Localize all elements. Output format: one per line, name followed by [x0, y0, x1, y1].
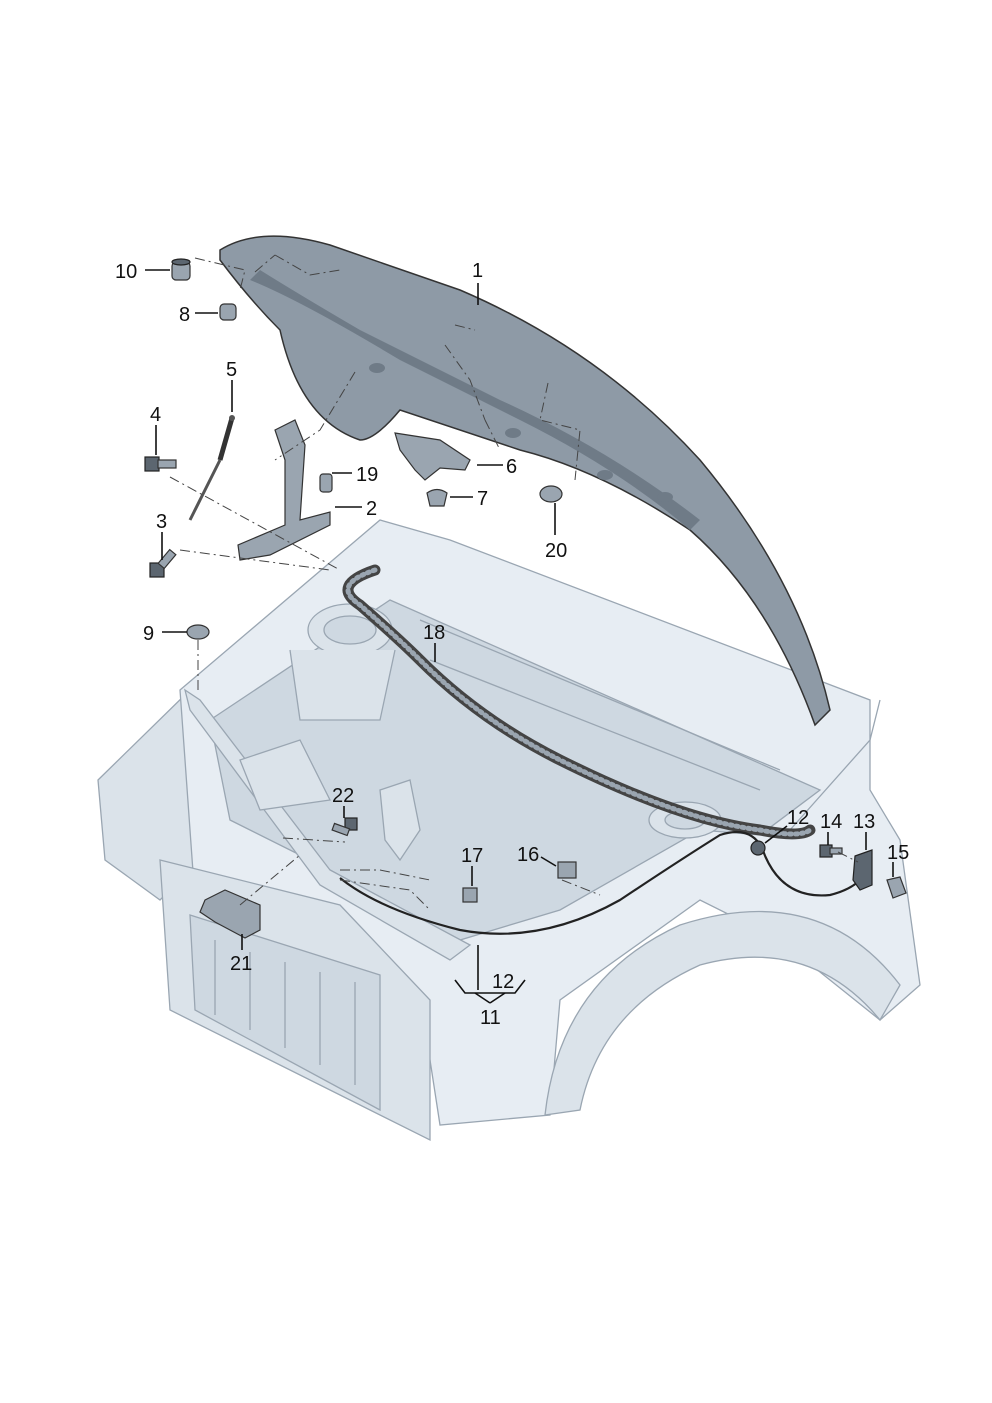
reference-lines [169, 254, 859, 911]
buffer-part-8 [219, 303, 237, 321]
callout-10: 10 [115, 261, 137, 283]
callout-22: 22 [332, 785, 354, 807]
callout-16: 16 [517, 844, 539, 866]
bolt-part-3 [149, 548, 177, 578]
callout-labels: 1 10 8 5 4 19 2 6 7 3 20 9 18 22 12 14 1… [115, 260, 909, 1029]
leader-lines [145, 269, 894, 1004]
callout-4: 4 [150, 404, 161, 426]
bump-stop-part-7 [426, 488, 448, 507]
gas-strut-part-5 [188, 415, 235, 521]
lock-bracket-part-6 [394, 432, 471, 481]
callout-5: 5 [226, 359, 237, 381]
callout-13: 13 [853, 811, 875, 833]
callout-21: 21 [230, 953, 252, 975]
clip-part-9 [186, 624, 210, 640]
buffer-part-19 [319, 473, 333, 493]
callout-2: 2 [366, 498, 377, 520]
clip-part-17 [462, 887, 478, 903]
callout-19: 19 [356, 464, 378, 486]
callout-8: 8 [179, 304, 190, 326]
callout-12-top: 12 [787, 807, 809, 829]
clip-part-20 [539, 485, 563, 503]
clip-part-16 [557, 861, 577, 879]
callout-14: 14 [820, 811, 842, 833]
callout-6: 6 [506, 456, 517, 478]
callout-18: 18 [423, 622, 445, 644]
release-cable-part-11 [339, 830, 861, 935]
callout-1: 1 [472, 260, 483, 282]
seal-strip-texture [345, 567, 813, 837]
callout-3: 3 [156, 511, 167, 533]
hood-part-1 [219, 235, 831, 727]
buffer-part-10 [171, 258, 191, 281]
release-handle-part-13 [852, 849, 873, 891]
callout-11: 11 [480, 1007, 501, 1029]
callout-17: 17 [461, 845, 483, 867]
bolt-part-22 [331, 817, 358, 837]
callout-15: 15 [887, 842, 909, 864]
grommet-part-12 [750, 840, 766, 856]
callout-12-bottom: 12 [492, 971, 514, 993]
vehicle-front-body [97, 519, 921, 1142]
clip-part-15 [886, 876, 907, 899]
bolt-part-4 [144, 456, 177, 472]
lock-part-21 [199, 889, 261, 939]
callout-9: 9 [143, 623, 154, 645]
screw-part-14 [819, 844, 843, 858]
callout-20: 20 [545, 540, 567, 562]
callout-7: 7 [477, 488, 488, 510]
